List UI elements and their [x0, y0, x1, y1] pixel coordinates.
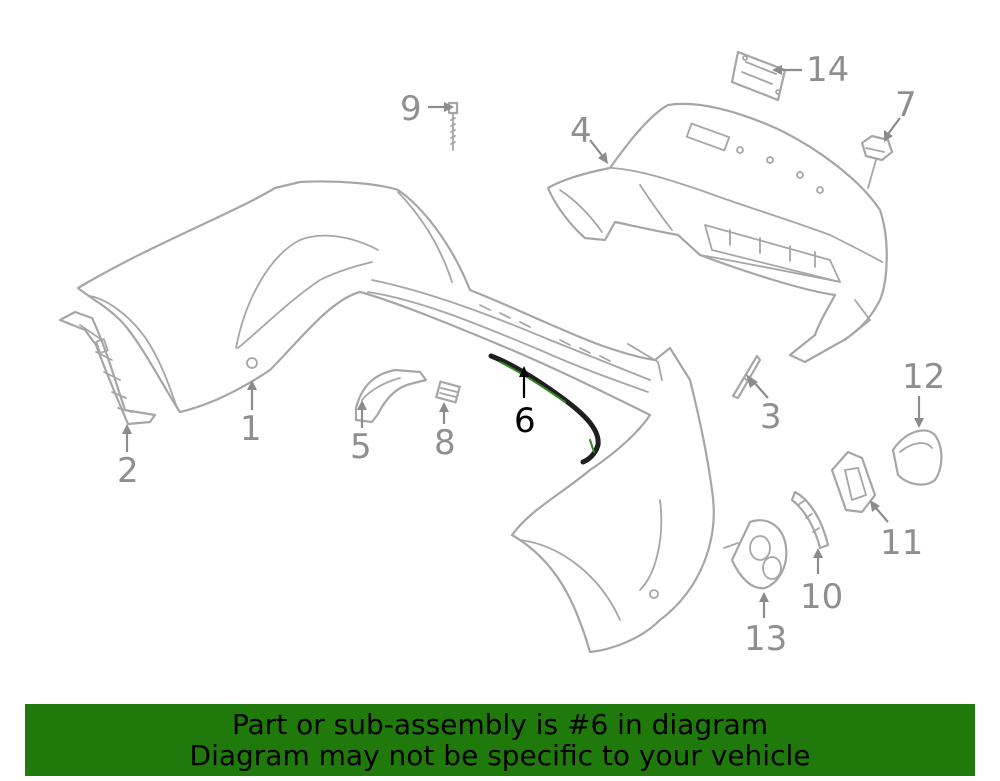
reinforcement-part-4[interactable]: [546, 102, 888, 364]
callout-4[interactable]: 4: [570, 111, 592, 151]
bracket-part-2[interactable]: [58, 310, 157, 426]
callout-11[interactable]: 11: [880, 523, 923, 563]
callout-labels: 1 2 3 4 5 6 7 8 9 10 11 12 13 14: [117, 50, 945, 659]
bracket-part-11[interactable]: [830, 450, 877, 514]
bumper-cover-part-1[interactable]: [76, 180, 715, 654]
callout-5[interactable]: 5: [350, 427, 372, 467]
trim-part-10[interactable]: [790, 490, 830, 550]
leader-lines: [122, 65, 924, 618]
info-banner: Part or sub-assembly is #6 in diagram Di…: [25, 704, 975, 776]
exhaust-trim-part-13[interactable]: [723, 519, 788, 590]
sensor-part-7[interactable]: [860, 134, 894, 189]
banner-line-1: Part or sub-assembly is #6 in diagram: [231, 708, 769, 741]
clip-part-3[interactable]: [731, 354, 762, 400]
bolt-part-9[interactable]: [447, 101, 459, 151]
callout-2[interactable]: 2: [117, 451, 139, 491]
cover-part-12[interactable]: [891, 429, 943, 486]
bracket-part-5[interactable]: [354, 368, 428, 424]
callout-7[interactable]: 7: [895, 85, 917, 125]
callout-9[interactable]: 9: [400, 89, 422, 129]
bracket-part-14[interactable]: [730, 50, 787, 102]
banner-line-2: Diagram may not be specific to your vehi…: [189, 739, 811, 772]
callout-13[interactable]: 13: [744, 619, 787, 659]
callout-3[interactable]: 3: [760, 397, 782, 437]
callout-6[interactable]: 6: [514, 401, 536, 441]
parts-diagram: 1 2 3 4 5 6 7 8 9 10 11 12 13 14: [58, 50, 945, 659]
callout-14[interactable]: 14: [806, 50, 849, 90]
callout-10[interactable]: 10: [800, 577, 843, 617]
callout-8[interactable]: 8: [434, 423, 456, 463]
clip-part-8[interactable]: [435, 380, 461, 404]
callout-12[interactable]: 12: [902, 357, 945, 397]
callout-1[interactable]: 1: [240, 409, 262, 449]
